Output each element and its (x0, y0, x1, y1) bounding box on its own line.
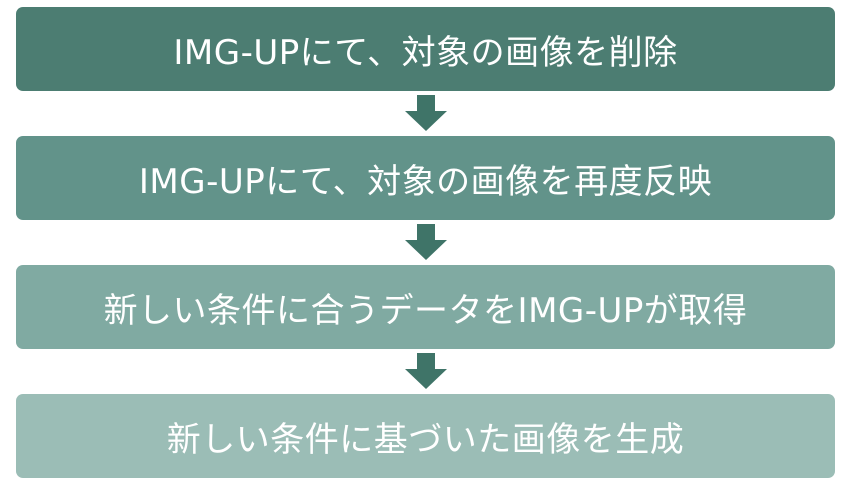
down-arrow-icon (405, 95, 447, 131)
down-arrow-icon (405, 353, 447, 389)
down-arrow-icon (405, 224, 447, 260)
flow-step-4: 新しい条件に基づいた画像を生成 (16, 394, 835, 478)
flow-step-2-label: IMG-UPにて、対象の画像を再度反映 (138, 161, 713, 202)
flow-step-3-label: 新しい条件に合うデータをIMG-UPが取得 (103, 290, 748, 331)
flow-step-3: 新しい条件に合うデータをIMG-UPが取得 (16, 265, 835, 349)
flow-step-1-label: IMG-UPにて、対象の画像を削除 (173, 32, 678, 73)
flow-step-1: IMG-UPにて、対象の画像を削除 (16, 7, 835, 91)
flow-step-2: IMG-UPにて、対象の画像を再度反映 (16, 136, 835, 220)
flow-step-4-label: 新しい条件に基づいた画像を生成 (166, 419, 685, 460)
